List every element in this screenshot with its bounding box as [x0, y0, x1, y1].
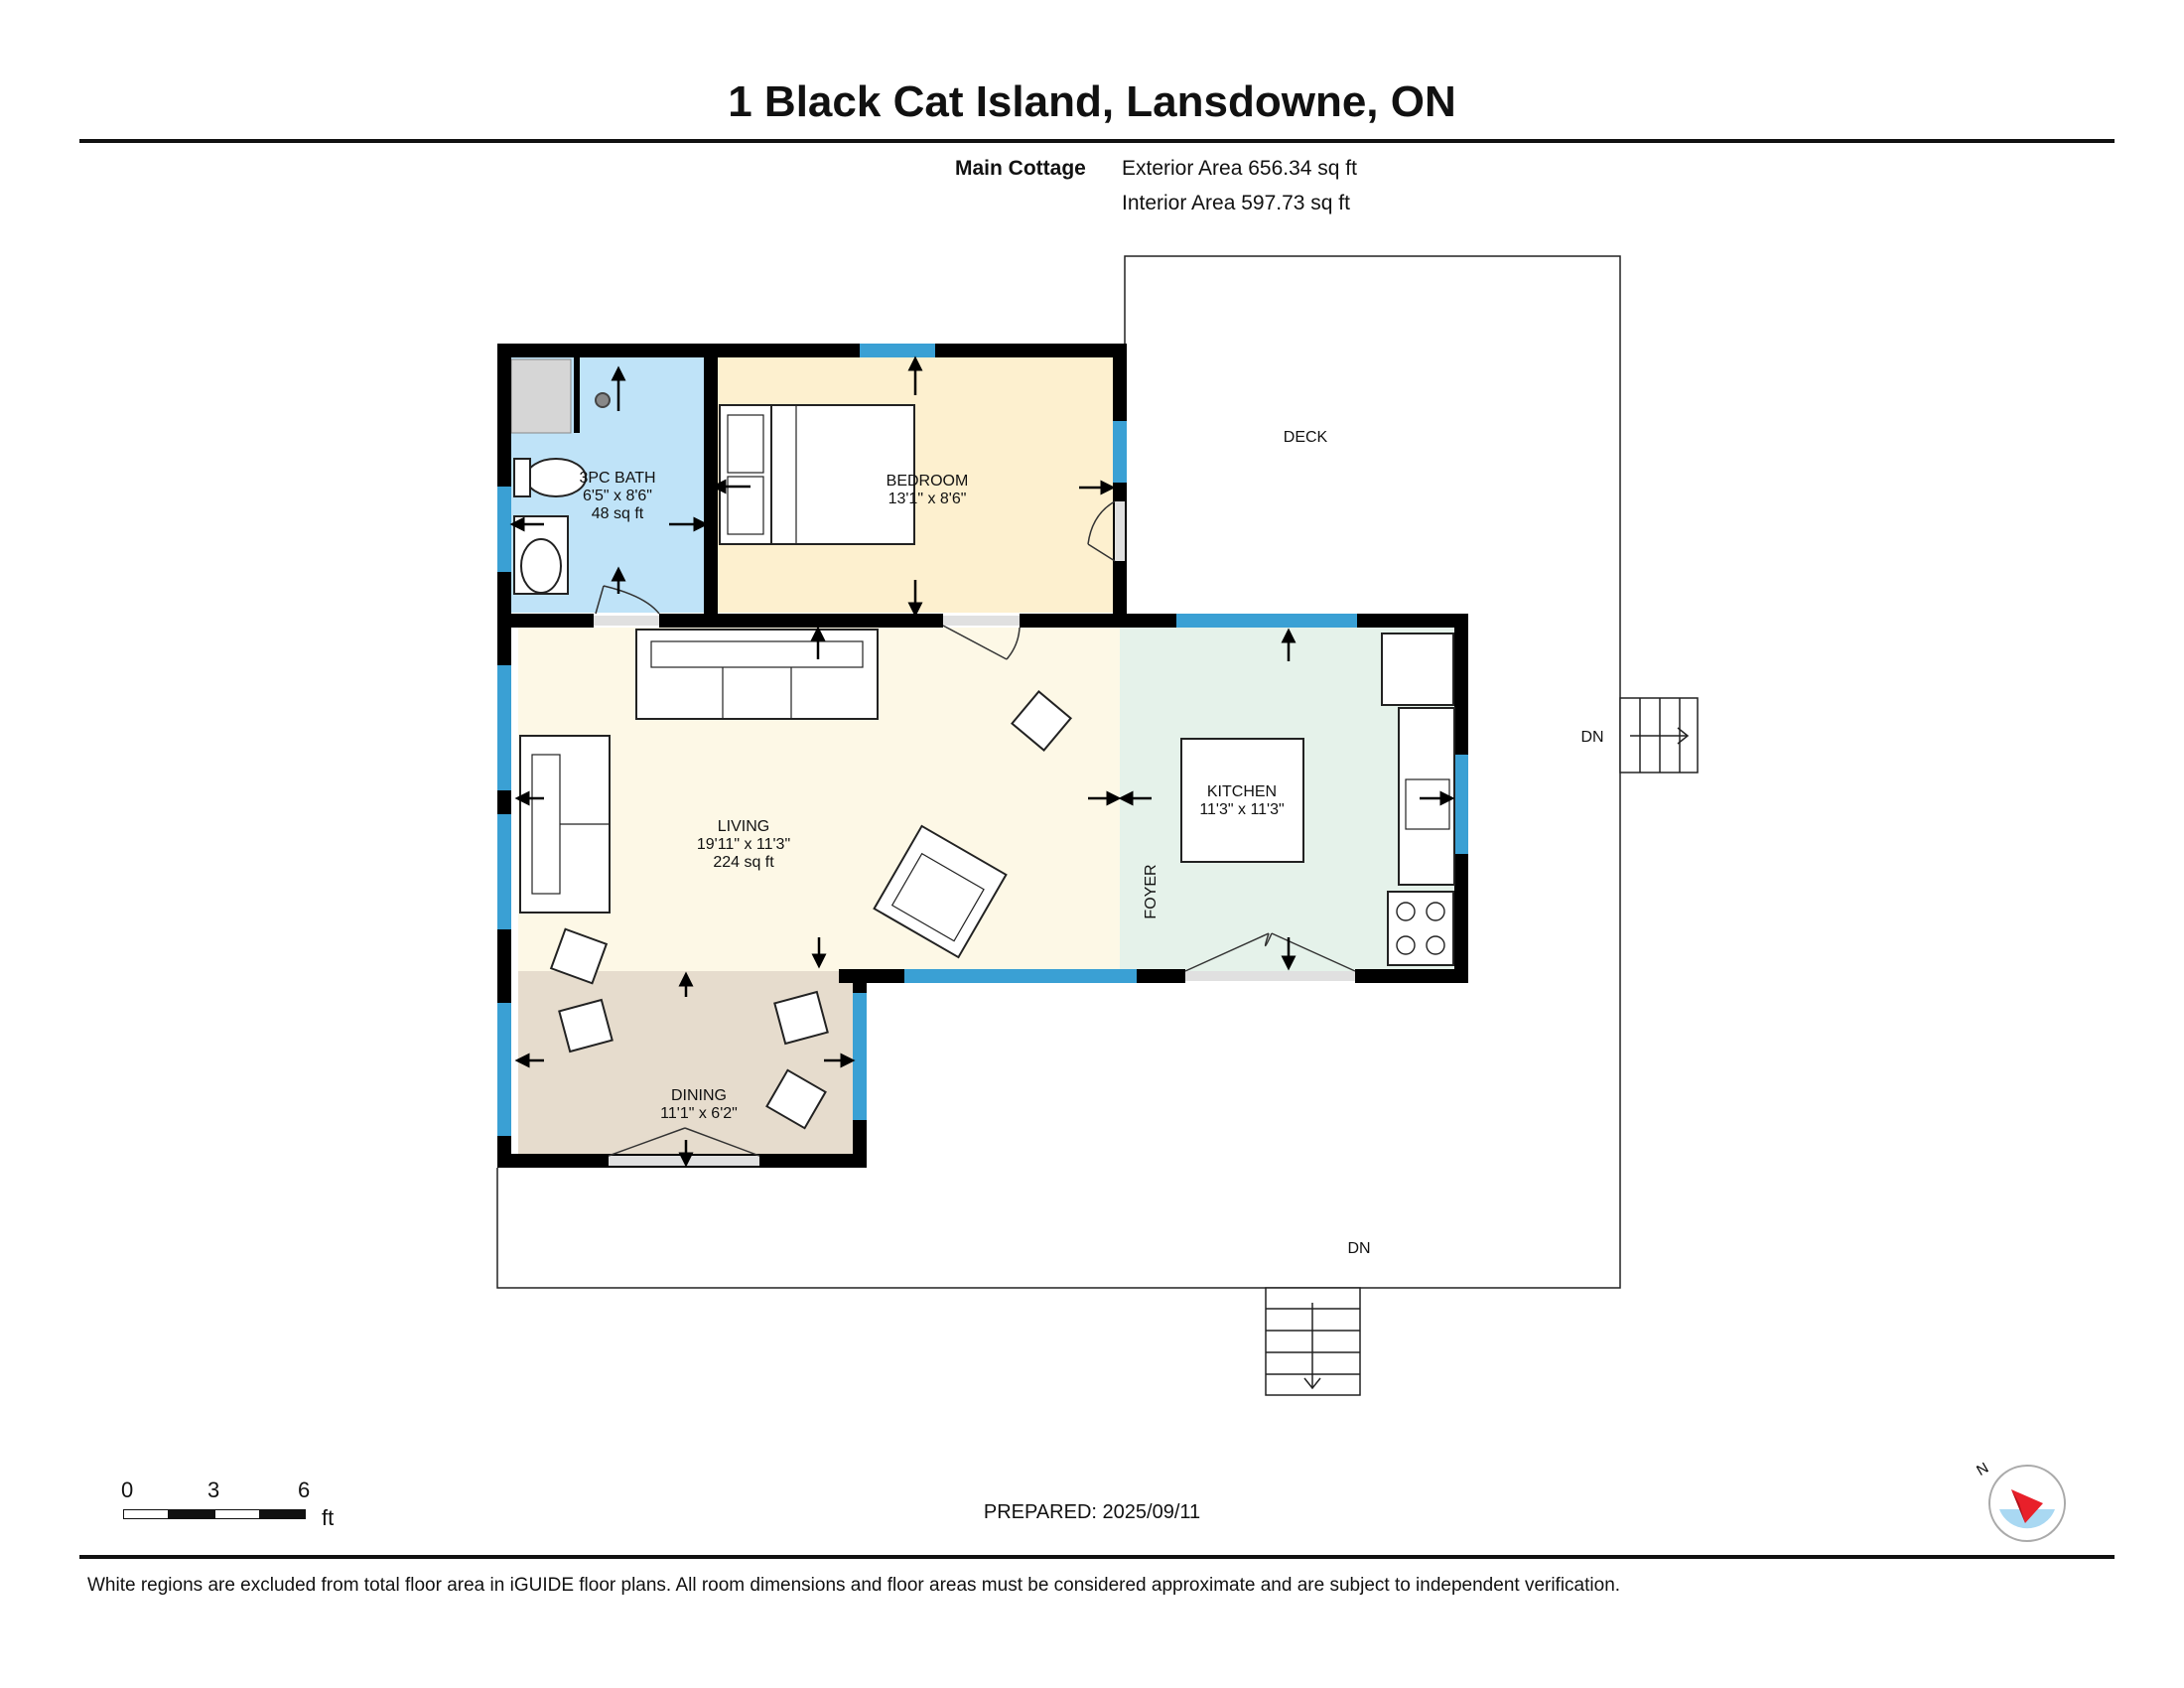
interior-area: Interior Area 597.73 sq ft	[1122, 192, 1350, 214]
sofa-north	[635, 629, 879, 720]
footer-divider	[79, 1555, 2115, 1559]
scale-tick-3: 3	[207, 1477, 220, 1502]
dining-chair-1	[549, 927, 609, 985]
stove	[1387, 891, 1454, 966]
header-divider	[79, 139, 2115, 143]
armchair	[873, 824, 1008, 959]
stairs-east	[1619, 697, 1699, 774]
scale-seg-4	[260, 1509, 306, 1519]
dining-chair-2	[558, 998, 614, 1054]
dining-dims: 11'1" x 6'2"	[660, 1105, 738, 1122]
living-name: LIVING	[718, 818, 769, 835]
sofa-west	[519, 735, 611, 914]
kitchen-dims: 11'3" x 11'3"	[1199, 801, 1284, 818]
windows	[497, 344, 1468, 1136]
prepared-date: PREPARED: 2025/09/11	[983, 1501, 1201, 1523]
stairs-south	[1265, 1287, 1361, 1396]
stairs-south-label: DN	[1347, 1240, 1370, 1257]
sink	[1405, 778, 1450, 830]
exterior-area: Exterior Area 656.34 sq ft	[1122, 157, 1357, 180]
living-area: 224 sq ft	[713, 854, 774, 871]
disclaimer: White regions are excluded from total fl…	[87, 1575, 1621, 1596]
living-dims: 19'11" x 11'3"	[697, 836, 790, 853]
scale-seg-3	[214, 1509, 260, 1519]
bath-shower	[510, 358, 572, 434]
bath-dims: 6'5" x 8'6"	[583, 488, 652, 504]
bath-area: 48 sq ft	[592, 505, 644, 522]
furniture	[513, 392, 1455, 1130]
compass-icon: N	[1976, 1460, 2066, 1542]
bedroom-name: BEDROOM	[887, 473, 969, 490]
toilet	[513, 458, 587, 497]
deck-name: DECK	[1284, 429, 1328, 446]
bedroom-dims: 13'1" x 8'6"	[888, 491, 967, 507]
dining-chair-3	[773, 990, 829, 1046]
stairs-east-label: DN	[1580, 729, 1603, 746]
page-title: 1 Black Cat Island, Lansdowne, ON	[728, 77, 1456, 126]
scale-seg-1	[123, 1509, 169, 1519]
bath-name: 3PC BATH	[579, 470, 655, 487]
living-chair-small	[1011, 690, 1072, 752]
scale-unit: ft	[322, 1505, 335, 1530]
dining-name: DINING	[671, 1087, 727, 1104]
vanity	[513, 515, 569, 595]
fridge	[1381, 633, 1454, 706]
bed	[719, 404, 915, 545]
scale-tick-6: 6	[298, 1477, 311, 1502]
scale-tick-0: 0	[121, 1477, 134, 1502]
scale-bar: 0 3 6 ft	[119, 1477, 357, 1537]
shower-head	[595, 392, 611, 408]
kitchen-island	[1180, 738, 1304, 863]
dining-chair-4	[765, 1068, 827, 1130]
foyer-name: FOYER	[1143, 864, 1160, 918]
compass-north-label: N	[1976, 1460, 1991, 1479]
building-name: Main Cottage	[955, 157, 1086, 180]
kitchen-name: KITCHEN	[1207, 783, 1277, 800]
scale-seg-2	[169, 1509, 214, 1519]
view-markers	[509, 355, 1455, 1168]
